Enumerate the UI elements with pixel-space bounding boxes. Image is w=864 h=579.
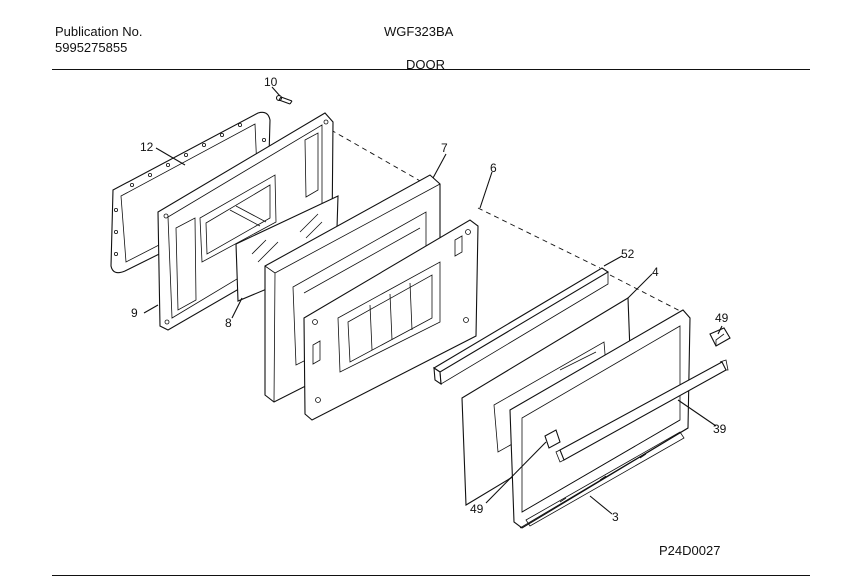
figure-code: P24D0027 xyxy=(659,543,721,558)
leader-lines xyxy=(143,86,723,515)
assembly-guide-line xyxy=(477,207,601,269)
model-number: WGF323BA xyxy=(384,24,454,39)
callout-12: 12 xyxy=(140,140,154,154)
publication-number: 5995275855 xyxy=(55,40,128,55)
footer-rule xyxy=(52,575,810,577)
assembly-guide-line xyxy=(330,129,437,191)
callout-9: 9 xyxy=(131,306,138,320)
assembly-guide-line xyxy=(609,274,683,313)
header-rule xyxy=(52,69,810,71)
part-frame-bottom-trim xyxy=(525,431,685,527)
part-inner-door-panel xyxy=(303,219,479,421)
callout-8: 8 xyxy=(225,316,232,330)
callout-6: 6 xyxy=(490,161,497,175)
part-handle-cap-left xyxy=(544,429,561,449)
part-trim-channel xyxy=(432,267,610,386)
part-screw xyxy=(275,94,293,105)
callout-10: 10 xyxy=(264,75,278,89)
callout-39: 39 xyxy=(713,422,727,436)
part-door-frame xyxy=(509,309,691,529)
callout-49-left: 49 xyxy=(470,502,484,516)
callout-4: 4 xyxy=(652,265,659,279)
callout-7: 7 xyxy=(441,141,448,155)
callout-52: 52 xyxy=(621,247,635,261)
callout-49-right: 49 xyxy=(715,311,729,325)
section-title: DOOR xyxy=(406,57,445,72)
part-handle-cap-right xyxy=(709,327,731,347)
callout-3: 3 xyxy=(612,510,619,524)
publication-label: Publication No. xyxy=(55,24,143,39)
part-door-handle xyxy=(555,359,729,463)
